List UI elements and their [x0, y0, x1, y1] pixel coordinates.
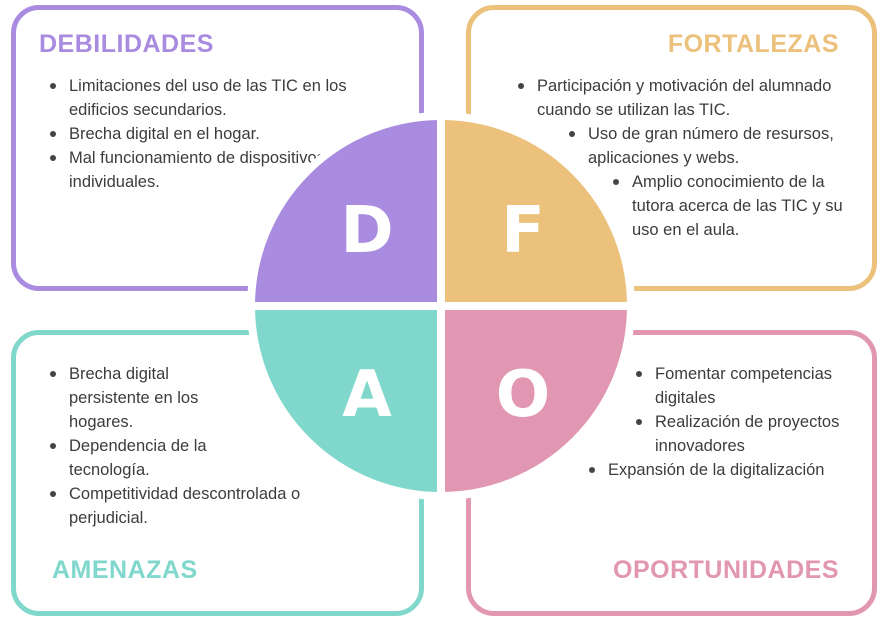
list-item: Amplio conocimiento de la tutora acerca … [610, 170, 854, 242]
oportunidades-title: OPORTUNIDADES [613, 556, 839, 584]
fortalezas-title: FORTALEZAS [667, 30, 839, 58]
quadrant-a [246, 302, 445, 501]
amenazas-list: Brecha digital persistente en los hogare… [47, 362, 332, 530]
list-item: Limitaciones del uso de las TIC en los e… [47, 74, 347, 122]
letter-d: D [340, 194, 393, 268]
debilidades-list: Limitaciones del uso de las TIC en los e… [47, 74, 347, 194]
list-item: Mal funcionamiento de dispositivos indiv… [47, 146, 347, 194]
letter-f: F [501, 194, 545, 268]
list-item: Competitividad descontrolada o perjudici… [47, 482, 332, 530]
oportunidades-list: Fomentar competencias digitales Realizac… [586, 362, 866, 482]
list-item: Participación y motivación del alumnado … [515, 74, 845, 122]
list-item: Dependencia de la tecnología. [47, 434, 254, 482]
quadrant-o [437, 302, 636, 501]
quadrant-d [246, 111, 445, 310]
debilidades-title: DEBILIDADES [39, 30, 214, 58]
letter-o: O [496, 358, 550, 432]
list-item: Expansión de la digitalización [586, 458, 866, 482]
list-item: Fomentar competencias digitales [633, 362, 865, 410]
list-item: Brecha digital persistente en los hogare… [47, 362, 239, 434]
fortalezas-list: Participación y motivación del alumnado … [515, 74, 845, 242]
letter-a: A [342, 358, 392, 432]
amenazas-title: AMENAZAS [52, 556, 198, 584]
list-item: Brecha digital en el hogar. [47, 122, 347, 146]
list-item: Realización de proyectos innovadores [633, 410, 870, 458]
list-item: Uso de gran número de resursos, aplicaci… [566, 122, 843, 170]
quadrant-f [437, 111, 636, 310]
